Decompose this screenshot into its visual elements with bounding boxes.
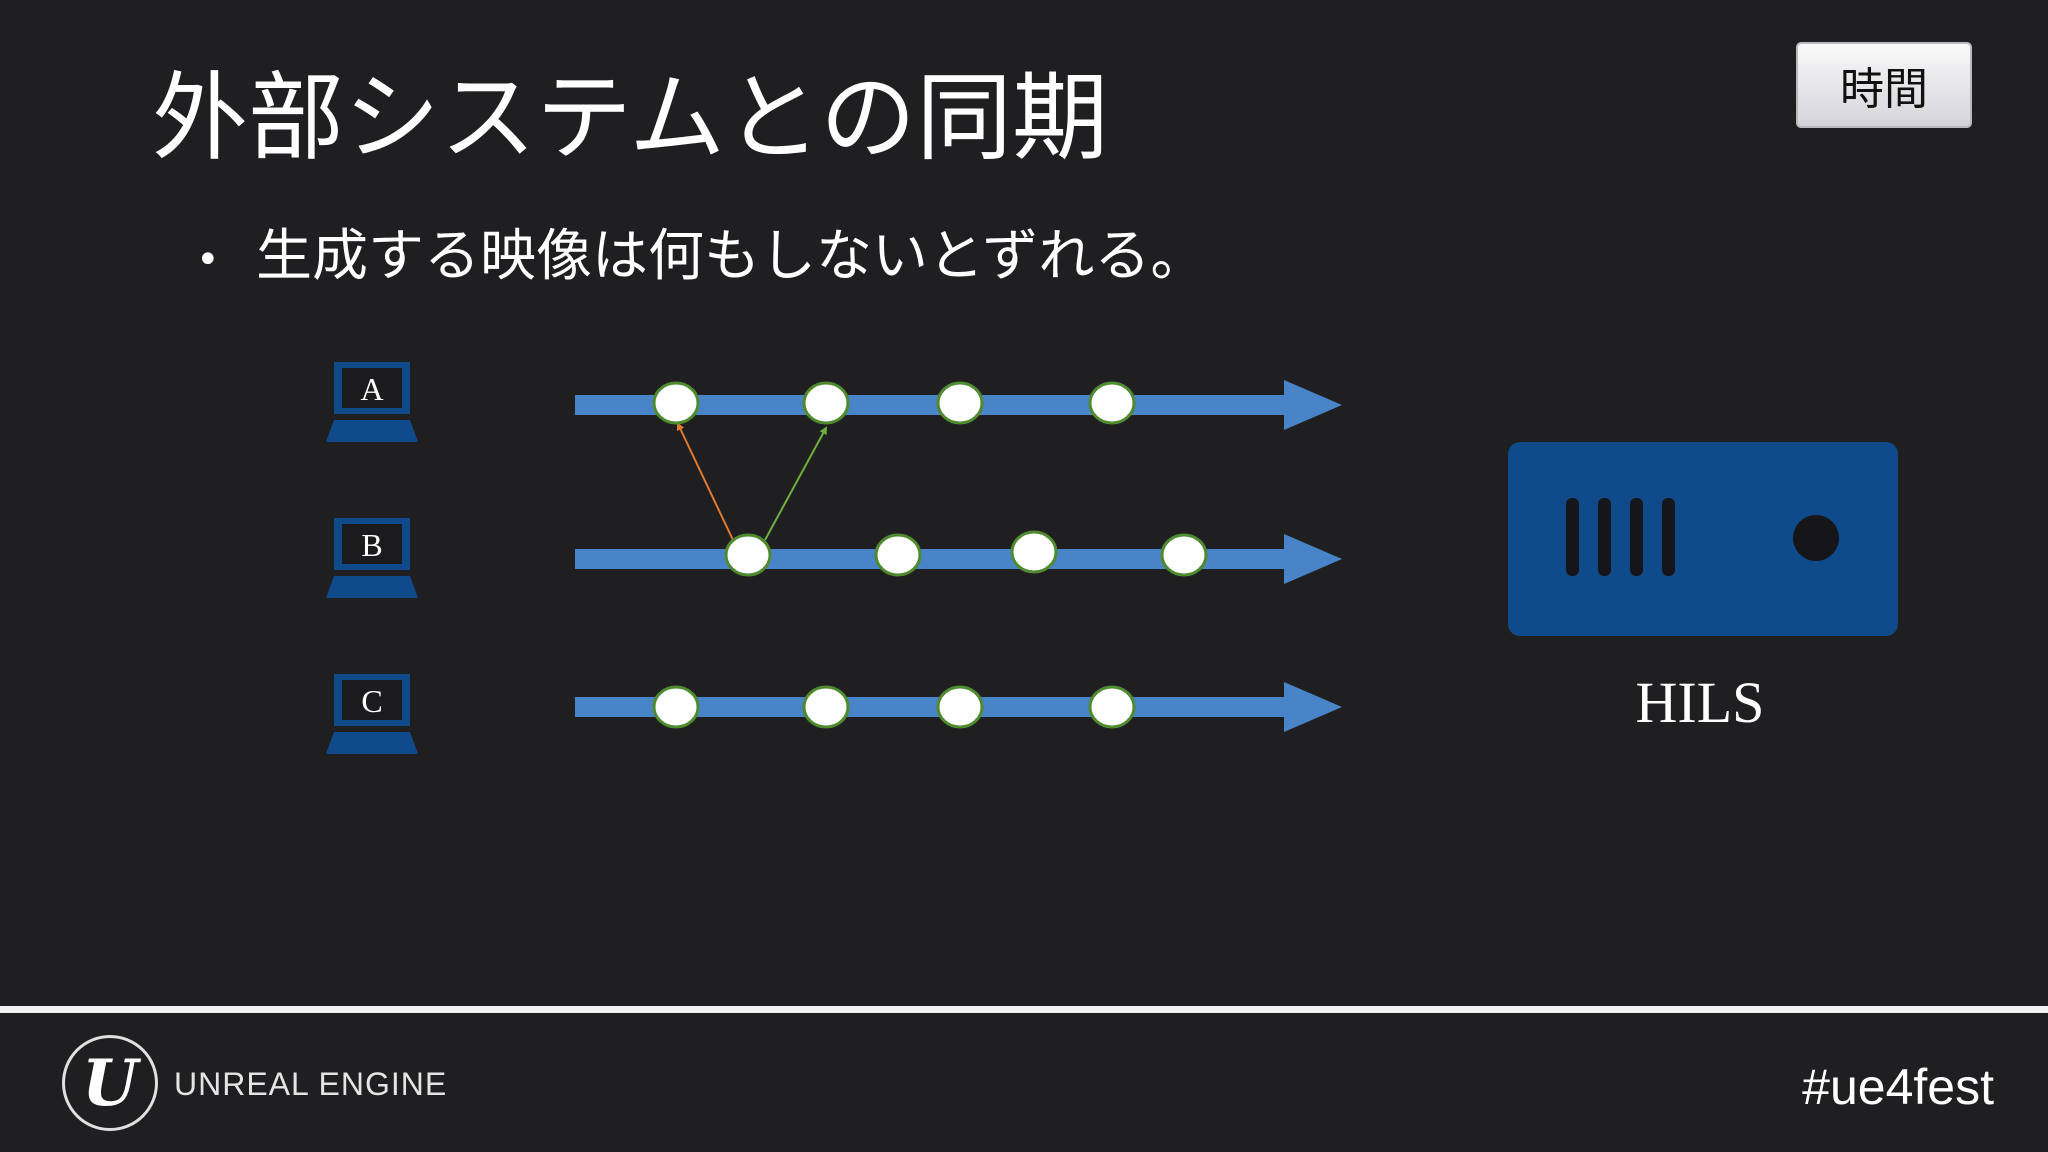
frame-dot	[1088, 685, 1136, 729]
time-badge: 時間	[1796, 42, 1972, 128]
footer-divider	[0, 1006, 2048, 1013]
laptop-icon: C	[326, 674, 418, 754]
frame-dot	[1088, 381, 1136, 425]
laptop-icon: B	[326, 518, 418, 598]
node-label-c: C	[361, 683, 382, 719]
timeline-arrow-b	[575, 534, 1342, 584]
frame-dot	[1010, 530, 1058, 574]
logo-mark: U	[82, 1045, 138, 1121]
laptop-icon: A	[326, 362, 418, 442]
frame-dot	[802, 685, 850, 729]
bullet-item: • 生成する映像は何もしないとずれる。	[196, 222, 1206, 295]
node-label-a: A	[360, 371, 383, 407]
node-label-b: B	[361, 527, 382, 563]
frame-dot	[936, 685, 984, 729]
unreal-logo-icon: U	[62, 1035, 158, 1131]
sync-arrow-green	[764, 426, 827, 541]
event-hashtag: #ue4fest	[1802, 1059, 1994, 1115]
frame-dot	[652, 685, 700, 729]
server-label: HILS	[1636, 670, 1765, 735]
frame-dot	[652, 381, 700, 425]
server-icon	[1508, 442, 1898, 636]
sync-arrow-orange	[676, 422, 734, 541]
frame-dot	[874, 533, 922, 577]
frame-dot	[724, 533, 772, 577]
frame-dot	[1160, 533, 1208, 577]
bullet-text: 生成する映像は何もしないとずれる。	[256, 224, 1207, 289]
slide-title: 外部システムとの同期	[152, 62, 1109, 174]
frame-dot	[936, 381, 984, 425]
brand-name: UNREAL ENGINE	[174, 1066, 448, 1102]
bullet-dot-icon: •	[196, 236, 220, 283]
frame-dot	[802, 381, 850, 425]
